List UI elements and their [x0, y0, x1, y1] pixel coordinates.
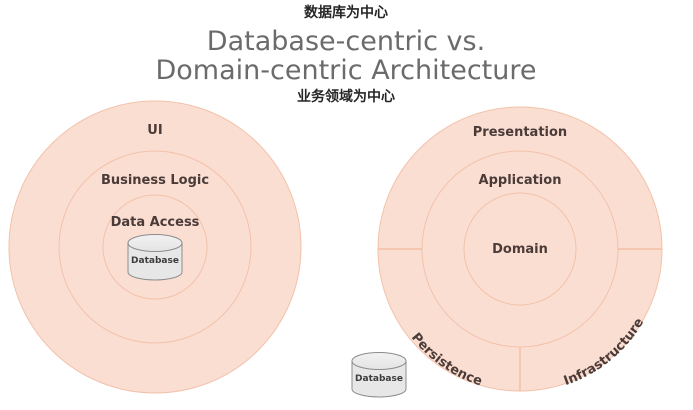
ring-label-data-access: Data Access — [111, 215, 200, 230]
header-block: 数据库为中心 Database-centric vs. Domain-centr… — [156, 4, 537, 105]
database-body — [127, 242, 183, 281]
database-cylinder-bottom[interactable]: Database — [351, 352, 407, 398]
ring-domain[interactable] — [463, 192, 577, 306]
subtitle-top-zh: 数据库为中心 — [304, 4, 388, 21]
database-label: Database — [131, 256, 179, 266]
database-body — [351, 360, 407, 398]
database-cylinder-left[interactable]: Database — [127, 234, 183, 281]
database-top — [351, 352, 407, 370]
subtitle-bottom-zh: 业务领域为中心 — [297, 88, 395, 105]
database-centric-diagram[interactable]: UI Business Logic Data Access Database — [8, 100, 302, 394]
page-title-line1: Database-centric vs. — [207, 26, 485, 57]
database-label: Database — [355, 374, 403, 384]
domain-centric-diagram[interactable]: Presentation Application Domain Persiste… — [377, 106, 663, 392]
ring-label-domain: Domain — [492, 242, 548, 257]
page-title-line2: Domain-centric Architecture — [156, 55, 537, 86]
ring-label-business-logic: Business Logic — [101, 173, 209, 188]
ring-label-application: Application — [479, 173, 562, 188]
ring-label-ui: UI — [147, 123, 162, 138]
ring-label-presentation: Presentation — [473, 125, 567, 140]
database-top — [127, 234, 183, 252]
